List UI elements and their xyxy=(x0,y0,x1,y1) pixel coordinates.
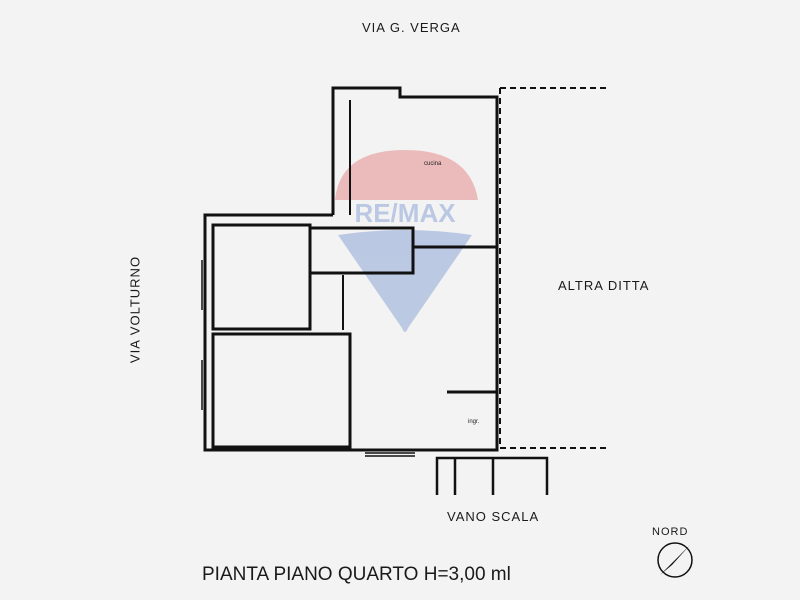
street-west-label: VIA VOLTURNO xyxy=(127,255,143,364)
compass-label: NORD xyxy=(652,526,689,538)
plan-title: PIANTA PIANO QUARTO H=3,00 ml xyxy=(202,564,511,585)
neighbour-east-label: ALTRA DITTA xyxy=(558,278,650,293)
windows xyxy=(201,260,415,457)
neighbour-south-label: VANO SCALA xyxy=(447,509,540,524)
room-label-kitchen: cucina xyxy=(424,161,442,167)
boundary-lines xyxy=(499,87,610,449)
compass-icon xyxy=(657,542,693,578)
svg-text:RE/MAX: RE/MAX xyxy=(354,198,456,228)
stairwell xyxy=(435,456,549,495)
room-label-entrance: ingr. xyxy=(468,419,480,425)
street-north-label: VIA G. VERGA xyxy=(362,20,461,35)
walls xyxy=(203,86,499,452)
remax-watermark: RE/MAX xyxy=(335,150,478,332)
